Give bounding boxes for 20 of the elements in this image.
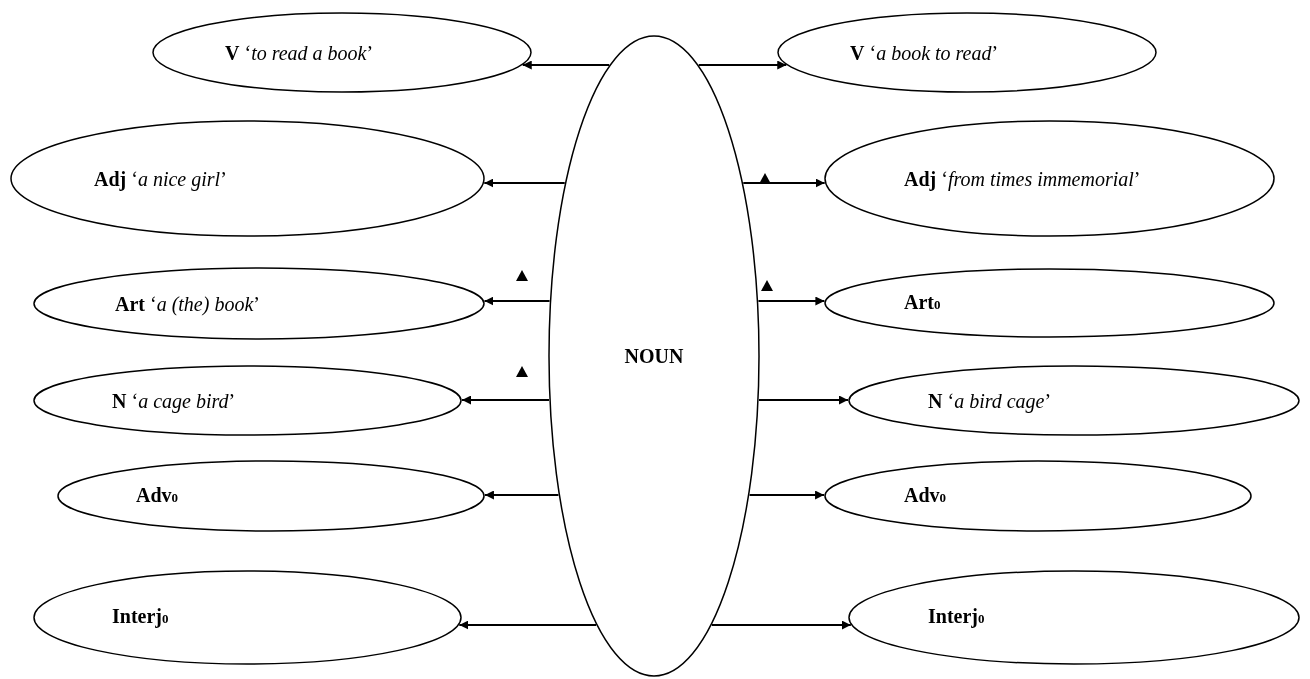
arrow [758, 395, 849, 405]
arrow [697, 60, 788, 70]
arrow [521, 60, 611, 70]
node-label: N ‘a cage bird’ [112, 388, 236, 413]
arrow [710, 620, 852, 630]
arrow [742, 178, 826, 188]
node-label: NOUN [624, 344, 684, 368]
node-label: Adj ‘a nice girl’ [94, 166, 227, 191]
arrow [757, 296, 826, 306]
arrow [483, 296, 551, 306]
arrow [748, 490, 826, 500]
arrow [483, 178, 566, 188]
arrow [483, 490, 560, 500]
node-label: Adj ‘from times immemorial’ [904, 166, 1141, 191]
node-label: N ‘a bird cage’ [928, 388, 1052, 413]
arrow [458, 620, 598, 630]
arrow [461, 395, 550, 405]
node-label: Art ‘a (the) book’ [115, 291, 260, 316]
node-label: V ‘to read a book’ [225, 40, 374, 65]
node-label: V ‘a book to read’ [850, 40, 999, 65]
